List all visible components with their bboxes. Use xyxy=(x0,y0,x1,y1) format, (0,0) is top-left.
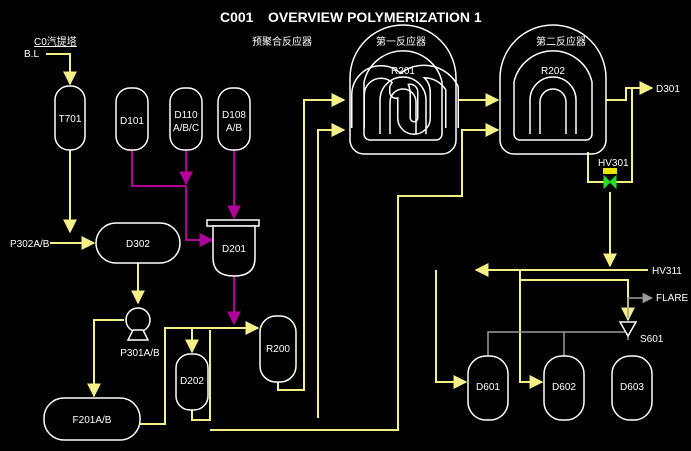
vessel-d602[interactable]: D602 xyxy=(543,355,585,421)
reactor-r202-label: R202 xyxy=(541,66,565,77)
line-s601-to-flare xyxy=(627,292,654,318)
vessel-d603[interactable]: D603 xyxy=(611,355,653,421)
line-r200-to-r201 xyxy=(277,93,346,391)
stream-bl-label: B.L xyxy=(24,49,39,60)
stream-d301-label: D301 xyxy=(656,84,680,95)
label-first-reactor: 第一反应器 xyxy=(376,35,426,48)
vessel-d202[interactable]: D202 xyxy=(175,353,209,411)
valve-s601-label: S601 xyxy=(640,334,664,345)
stream-p302-label: P302A/B xyxy=(10,239,50,250)
reactor-r201-label: R201 xyxy=(391,66,415,77)
line-header-to-s601 xyxy=(520,279,635,322)
screen-title: OVERVIEW POLYMERIZATION 1 xyxy=(268,9,482,25)
catalyst-lines xyxy=(131,150,241,326)
vessel-d602-label: D602 xyxy=(552,382,576,393)
valve-body-icon xyxy=(603,174,617,190)
process-lines xyxy=(46,53,654,431)
vessel-f201[interactable]: F201A/B xyxy=(43,397,141,441)
vessel-d201[interactable]: D201 xyxy=(206,219,260,277)
vessel-d110-label: D110 xyxy=(174,110,198,121)
pump-p301-label: P301A/B xyxy=(120,348,160,359)
line-d202-bottom xyxy=(191,330,211,421)
line-r202-to-hv301 xyxy=(587,152,604,183)
line-r202-to-d301 xyxy=(606,81,654,101)
line-d101-to-header xyxy=(131,150,186,187)
line-vent-header xyxy=(487,331,629,356)
vessel-r200-label: R200 xyxy=(266,344,290,355)
line-d301-to-hv301 xyxy=(616,88,633,183)
vessel-d101[interactable]: D101 xyxy=(115,87,149,151)
vessel-d108[interactable]: D108 A/B xyxy=(217,87,251,151)
vessel-t701-label: T701 xyxy=(59,114,82,125)
safety-valve-icon xyxy=(618,321,638,338)
vessel-d108-label: D108 xyxy=(222,110,246,121)
reactor-r201[interactable]: R201 xyxy=(349,24,459,155)
stream-flare-label: FLARE xyxy=(656,293,689,304)
line-feed-to-r201 xyxy=(317,123,346,418)
label-bl-source: C0汽提塔 xyxy=(34,35,77,48)
reactor-r202[interactable]: R202 xyxy=(499,24,607,155)
line-f201-to-header xyxy=(140,327,210,425)
screen-code: C001 xyxy=(220,9,254,25)
line-header-to-d201 xyxy=(185,186,214,247)
vessel-d201-label: D201 xyxy=(222,244,246,255)
vessel-d601[interactable]: D601 xyxy=(467,355,509,421)
line-pump-to-f201 xyxy=(87,319,124,398)
line-bl-to-t701 xyxy=(46,53,77,86)
line-header-to-d602 xyxy=(519,270,544,389)
vessel-d202-label: D202 xyxy=(180,376,204,387)
vessel-t701[interactable]: T701 xyxy=(54,85,86,151)
line-feed-to-r202 xyxy=(210,123,500,431)
vessel-d101-label: D101 xyxy=(120,116,144,127)
label-second-reactor: 第二反应器 xyxy=(536,35,586,48)
pump-p301[interactable]: P301A/B xyxy=(120,307,160,359)
valve-hv301-label: HV301 xyxy=(598,158,629,169)
vessel-f201-label: F201A/B xyxy=(73,415,112,426)
stream-hv311-label: HV311 xyxy=(652,266,682,277)
vessel-d601-label: D601 xyxy=(476,382,500,393)
line-header-to-d601 xyxy=(435,270,468,389)
valve-s601[interactable]: S601 xyxy=(618,321,664,345)
vessel-d302[interactable]: D302 xyxy=(95,222,181,264)
label-prepoly-reactor: 预聚合反应器 xyxy=(252,35,312,48)
vessel-d108-sublabel: A/B xyxy=(226,123,242,134)
vessel-d110[interactable]: D110 A/B/C xyxy=(169,87,203,151)
vessel-r200[interactable]: R200 xyxy=(259,315,297,383)
vessel-d110-sublabel: A/B/C xyxy=(173,123,199,134)
valve-hv301[interactable]: HV301 xyxy=(598,158,629,190)
vessel-d302-label: D302 xyxy=(126,239,150,250)
valve-actuator-icon xyxy=(603,168,617,174)
vessel-d603-label: D603 xyxy=(620,382,644,393)
